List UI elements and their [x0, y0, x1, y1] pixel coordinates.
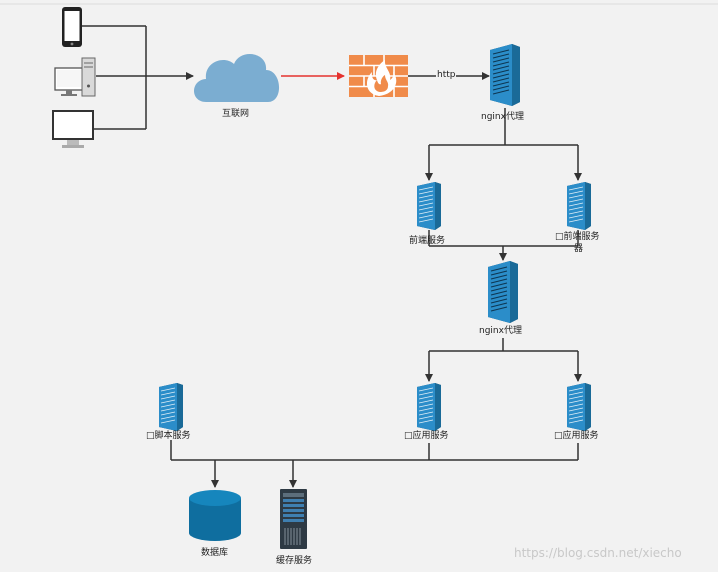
firewall-icon: [349, 55, 408, 97]
frontend-service-label-right: □前端服务: [555, 232, 600, 242]
app-server-icon-mid: [416, 382, 442, 432]
laptop-monitor-icon: [52, 110, 94, 148]
app-service-label-mid: □应用服务: [404, 431, 449, 441]
internet-label: 互联网: [222, 109, 250, 119]
nginx-mid-branch-connectors: [425, 338, 582, 382]
nginx-top-branch-connectors: [425, 108, 582, 181]
frontend-service-label-right-line2: 器: [574, 244, 584, 254]
frontend-service-label-left: 前端服务: [409, 236, 446, 246]
script-service-label: □脚本服务: [146, 431, 191, 441]
database-icon: [189, 490, 241, 541]
cache-server-icon: [280, 489, 307, 549]
mobile-phone-icon: [62, 7, 82, 47]
frontend-server-icon-right: [566, 181, 592, 231]
database-label: 数据库: [201, 548, 229, 558]
nginx-proxy-server-icon-top: [489, 43, 521, 107]
http-label: http: [436, 70, 457, 81]
frontend-merge-connectors: [428, 230, 579, 261]
desktop-computer-icon: [54, 57, 96, 97]
app-service-label-right: □应用服务: [554, 431, 599, 441]
cache-service-label: 缓存服务: [276, 556, 313, 566]
nginx-proxy-label-mid: nginx代理: [479, 326, 522, 336]
watermark: https://blog.csdn.net/xiecho: [514, 546, 682, 560]
frontend-server-icon-left: [416, 181, 442, 231]
backend-bus-connectors: [170, 440, 579, 488]
nginx-proxy-server-icon-mid: [487, 260, 519, 324]
internet-cloud-icon: [194, 53, 280, 102]
script-server-icon: [158, 382, 184, 432]
device-connectors: [82, 25, 194, 130]
nginx-proxy-label-top: nginx代理: [481, 112, 524, 122]
app-server-icon-right: [566, 382, 592, 432]
